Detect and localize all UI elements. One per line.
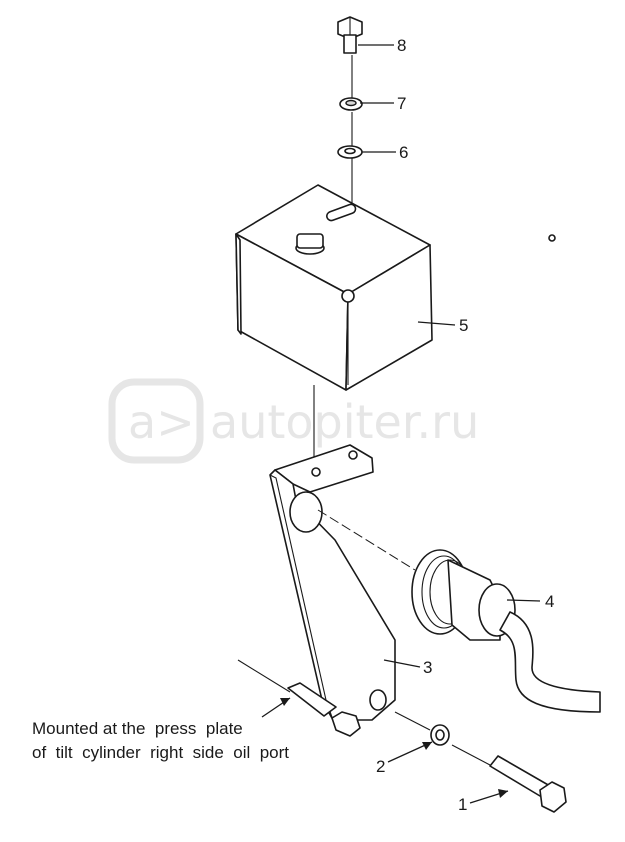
arrowhead-1: [498, 789, 508, 798]
sensor-part-4: [411, 549, 601, 713]
bracket-part-3: [269, 444, 396, 721]
bolt-part-8: [337, 16, 363, 54]
alignment-dashed-line: [317, 509, 416, 571]
callout-4: 4: [545, 592, 554, 611]
callout-3: 3: [423, 658, 432, 677]
lock-washer-part-7: [339, 97, 363, 111]
watermark: a> autopiter.ru: [108, 378, 479, 464]
leader-5: [417, 321, 456, 326]
watermark-text: autopiter.ru: [210, 395, 479, 449]
callout-7: 7: [397, 94, 406, 113]
washer-part-2: [394, 711, 450, 746]
leader-3: [383, 659, 421, 668]
mounting-bolt: [237, 659, 361, 737]
bolt-part-1: [451, 744, 567, 813]
callout-5: 5: [459, 316, 468, 335]
leader-4: [506, 599, 541, 602]
mounting-note-line-2: of tilt cylinder right side oil port: [32, 743, 289, 762]
leader-lines: [261, 44, 541, 804]
callout-6: 6: [399, 143, 408, 162]
callout-2: 2: [376, 757, 385, 776]
callout-8: 8: [397, 36, 406, 55]
watermark-logo-frame: [108, 378, 204, 464]
callout-1: 1: [458, 795, 467, 814]
flat-washer-part-6: [337, 145, 363, 159]
arrowhead-2: [422, 742, 432, 750]
watermark-logo: a>: [128, 395, 195, 449]
mounting-note-line-1: Mounted at the press plate: [32, 719, 243, 738]
arrowhead-note: [280, 698, 290, 706]
reservoir-part-5: [235, 184, 556, 391]
